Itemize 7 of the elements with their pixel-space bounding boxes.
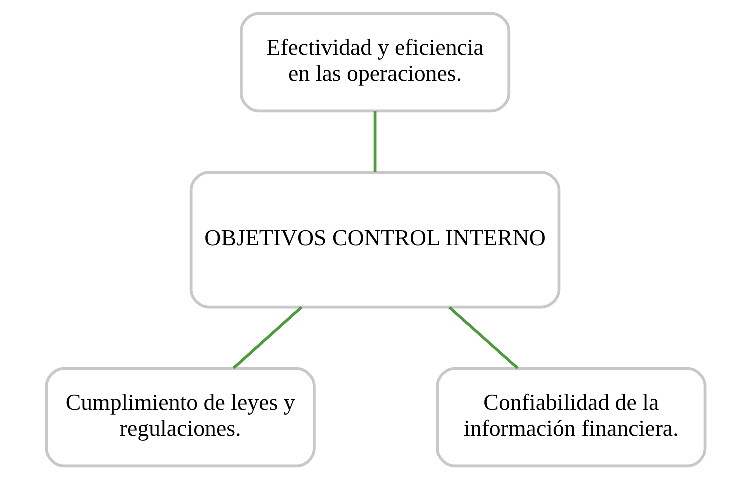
node-box: Confiabilidad de la información financiera.	[436, 367, 707, 468]
node-box: Efectividad y eficiencia en las operaciones.	[240, 12, 511, 113]
connector	[374, 111, 377, 172]
node-box: OBJETIVOS CONTROL INTERNO	[190, 171, 561, 309]
connector	[232, 306, 303, 370]
node-box: Cumplimiento de leyes y regulaciones.	[45, 367, 316, 468]
connector	[448, 306, 519, 370]
